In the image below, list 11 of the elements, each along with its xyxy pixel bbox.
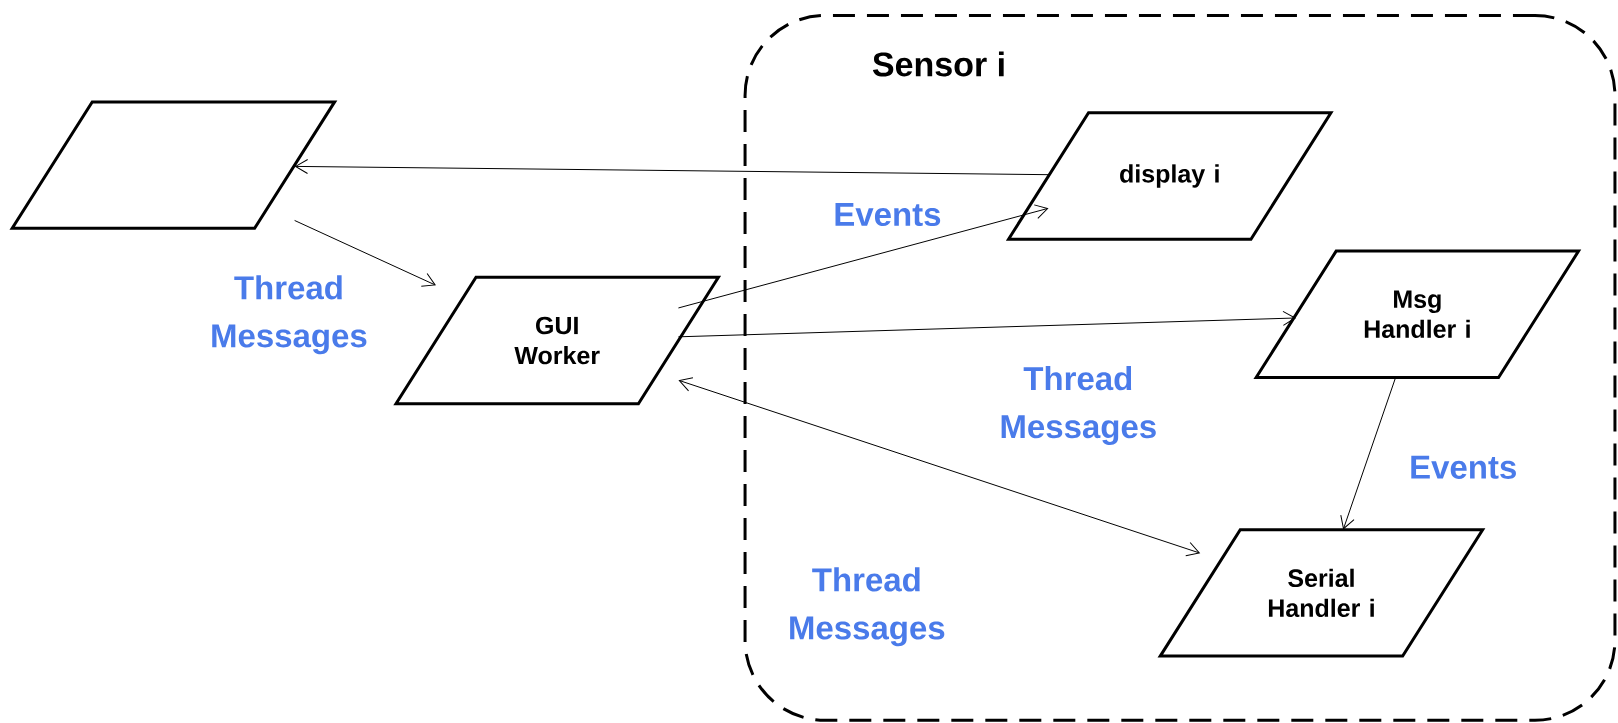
arrow [1340,377,1397,530]
arrow [678,377,1200,557]
arrow [295,159,1050,176]
message-label: Thread Messages [212,275,367,355]
message-label: Events [835,203,941,227]
arrow [677,310,1296,338]
arrow [294,219,436,287]
arrow [677,204,1049,309]
message-label: Thread Messages [1001,366,1156,445]
message-label: Thread Messages [790,567,945,647]
message-label: Events [1411,455,1516,479]
